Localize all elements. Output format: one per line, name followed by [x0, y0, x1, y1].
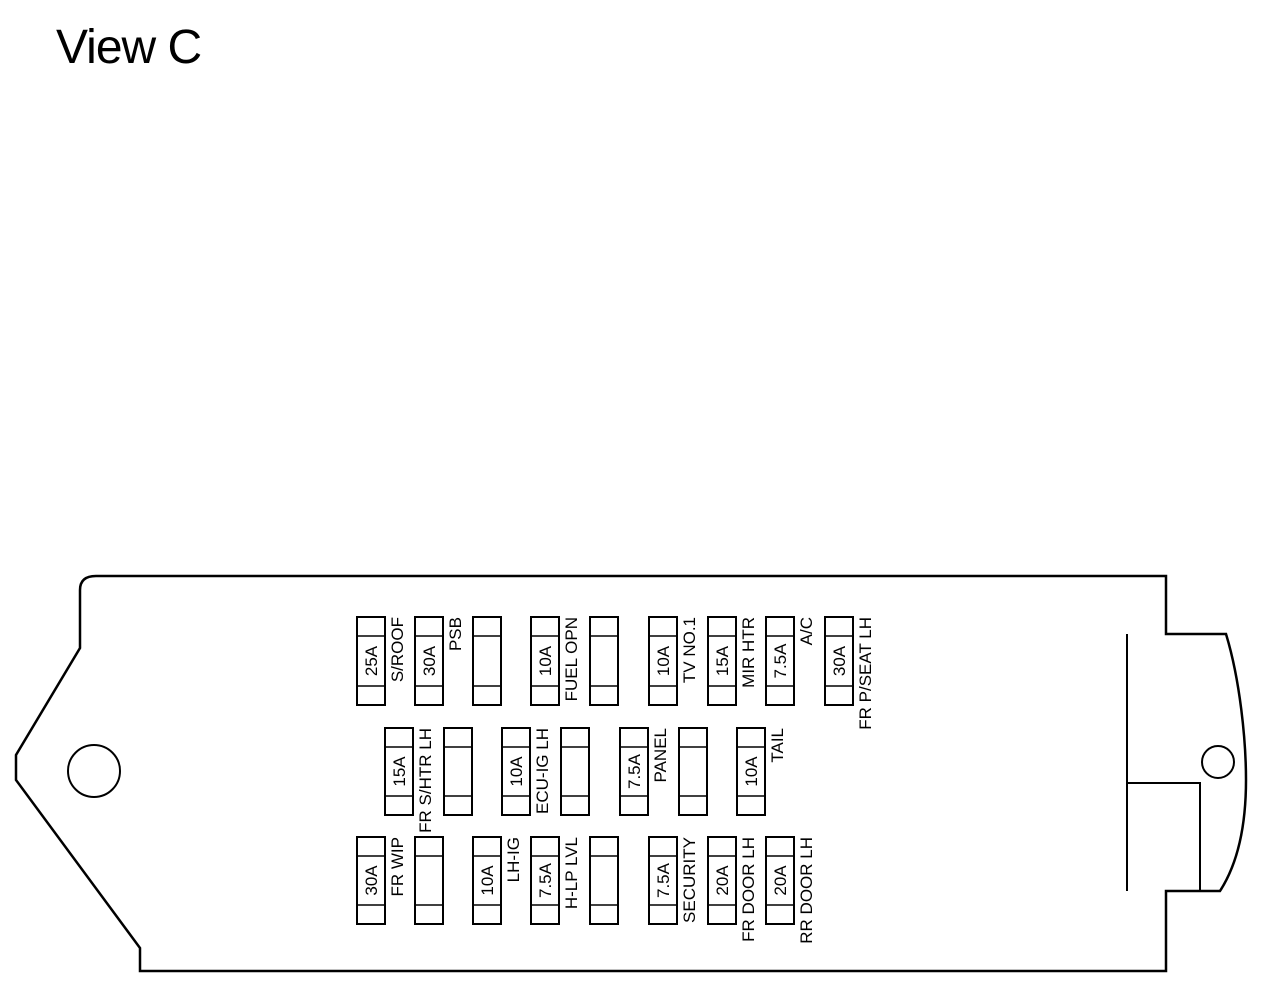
fuse-r3c3: 10A LH-IG	[472, 836, 523, 925]
fuse-label: FR WIP	[388, 837, 407, 897]
fuse-rating: 25A	[362, 645, 381, 676]
fuse-body	[384, 727, 414, 816]
fuse-rating: 10A	[742, 756, 761, 787]
fuse-r3c6: 7.5A SECURITY	[648, 836, 699, 925]
fuse-r3c8: 20A RR DOOR LH	[765, 836, 816, 944]
connector-detail	[1126, 634, 1201, 971]
fuse-label: MIR HTR	[739, 617, 758, 688]
fuse-r1c3	[472, 616, 502, 706]
fuse-label: FUEL OPN	[562, 617, 581, 701]
fuse-r1c5	[589, 616, 619, 706]
fuse-r3c1: 30A FR WIP	[356, 836, 407, 925]
fuse-body	[472, 836, 502, 925]
mounting-hole-left	[67, 744, 121, 798]
fuse-rating: 7.5A	[654, 862, 673, 898]
fuse-body	[589, 836, 619, 925]
fuse-body	[443, 727, 473, 816]
fuse-label: PSB	[446, 617, 465, 651]
fuse-label: H-LP LVL	[562, 837, 581, 909]
fuse-r1c1: 25A S/ROOF	[356, 616, 407, 706]
fuse-rating: 10A	[536, 645, 555, 676]
fuse-r3c2	[414, 836, 444, 925]
fuse-r1c6: 10A TV NO.1	[648, 616, 699, 706]
fuse-label: FR S/HTR LH	[416, 728, 435, 833]
fuse-body	[765, 836, 795, 925]
fuse-r2c2	[443, 727, 473, 816]
mounting-hole-right	[1201, 745, 1235, 779]
fuse-label: S/ROOF	[388, 617, 407, 682]
fuse-r2c1: 15A FR S/HTR LH	[384, 727, 435, 833]
fuse-r3c4: 7.5A H-LP LVL	[530, 836, 581, 925]
fuse-rating: 15A	[713, 645, 732, 676]
fuse-r2c3: 10A ECU-IG LH	[501, 727, 552, 816]
fuse-r2c7: 10A TAIL	[736, 727, 787, 816]
fuse-body	[560, 727, 590, 816]
fuse-body	[356, 616, 386, 706]
fuse-body	[765, 616, 795, 706]
fuse-body	[824, 616, 854, 706]
view-title: View C	[56, 21, 202, 74]
fuse-r3c7: 20A FR DOOR LH	[707, 836, 758, 942]
fuse-body	[472, 616, 502, 706]
fuse-r1c9: 30A FR P/SEAT LH	[824, 616, 875, 730]
fuse-body	[736, 727, 766, 816]
fuse-rating: 30A	[362, 865, 381, 896]
fuse-body	[589, 616, 619, 706]
fuse-label: RR DOOR LH	[797, 837, 816, 944]
fuse-body	[501, 727, 531, 816]
fuse-r3c5	[589, 836, 619, 925]
fuse-rating: 10A	[654, 645, 673, 676]
fuse-body	[648, 836, 678, 925]
fuse-rating: 30A	[830, 645, 849, 676]
fuse-rating: 20A	[713, 865, 732, 896]
fuse-body	[530, 836, 560, 925]
fuse-body	[678, 727, 708, 816]
fuse-r2c6	[678, 727, 708, 816]
fuse-body	[707, 836, 737, 925]
fuse-body	[414, 836, 444, 925]
fuse-rating: 10A	[478, 865, 497, 896]
fuse-r1c7: 15A MIR HTR	[707, 616, 758, 706]
fuse-r2c5: 7.5A PANEL	[619, 727, 670, 816]
fuse-label: TAIL	[768, 728, 787, 763]
fuse-label: SECURITY	[680, 837, 699, 923]
fuse-rating: 15A	[390, 756, 409, 787]
fuse-label: FR DOOR LH	[739, 837, 758, 942]
fuse-r2c4	[560, 727, 590, 816]
fuse-r1c8: 7.5A A/C	[765, 616, 816, 706]
fuse-label: TV NO.1	[680, 617, 699, 683]
fuse-label: PANEL	[651, 728, 670, 783]
fuses-layer: 25A S/ROOF 30A PSB 10A FUEL OPN 10A TV NO.1 15A M…	[356, 616, 875, 944]
fuse-rating: 7.5A	[536, 862, 555, 898]
fuse-body	[619, 727, 649, 816]
fuse-rating: 10A	[507, 756, 526, 787]
fuse-r1c2: 30A PSB	[414, 616, 465, 706]
fuse-label: A/C	[797, 617, 816, 645]
fuse-body	[648, 616, 678, 706]
fuse-body	[356, 836, 386, 925]
fuse-rating: 7.5A	[771, 643, 790, 679]
fuse-r1c4: 10A FUEL OPN	[530, 616, 581, 706]
fuse-rating: 30A	[420, 645, 439, 676]
fuse-label: FR P/SEAT LH	[856, 617, 875, 730]
fuse-label: ECU-IG LH	[533, 728, 552, 814]
fuse-label: LH-IG	[504, 837, 523, 882]
fuse-body	[530, 616, 560, 706]
fuse-body	[707, 616, 737, 706]
fuse-rating: 7.5A	[625, 753, 644, 789]
fuse-rating: 20A	[771, 865, 790, 896]
fuse-body	[414, 616, 444, 706]
